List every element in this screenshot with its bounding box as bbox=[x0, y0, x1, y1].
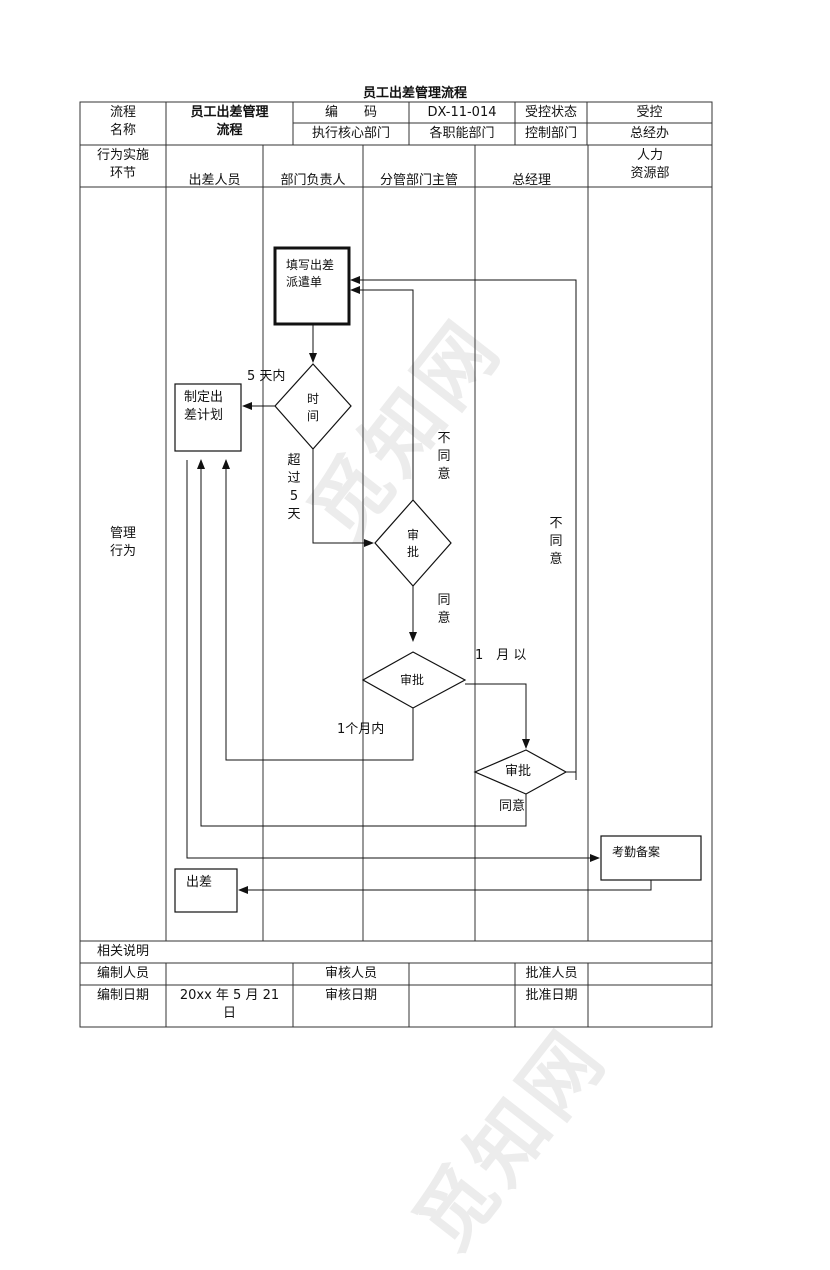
control-dept-label: 控制部门 bbox=[524, 126, 577, 141]
within-1-month-label: 1个月内 bbox=[337, 722, 385, 737]
control-status-value: 受控 bbox=[636, 105, 663, 120]
make-plan-text: 制定出 差计划 bbox=[184, 390, 224, 423]
exec-dept-label: 执行核心部门 bbox=[311, 126, 390, 141]
lane-traveler: 出差人员 bbox=[188, 173, 241, 186]
make-plan-box bbox=[174, 383, 242, 452]
attendance-record-text: 考勤备案 bbox=[612, 845, 661, 859]
notes-label: 相关说明 bbox=[96, 944, 149, 959]
flow-shapes bbox=[174, 246, 702, 913]
reviewer-label: 审核人员 bbox=[324, 966, 377, 981]
approve-date-label: 批准日期 bbox=[525, 988, 578, 1003]
approve-2-text: 审批 bbox=[400, 673, 425, 687]
flow-name-label: 流程 名称 bbox=[109, 105, 136, 138]
time-diamond-text: 时 间 bbox=[306, 392, 319, 423]
prepared-date-label: 编制日期 bbox=[96, 988, 149, 1003]
document-title: 员工出差管理流程 bbox=[362, 86, 467, 101]
approve-3-text: 审批 bbox=[505, 764, 532, 779]
code-value: DX-11-014 bbox=[427, 105, 497, 120]
row-label: 行为实施 环节 bbox=[96, 148, 149, 181]
lane-hr: 人力 资源部 bbox=[630, 148, 670, 181]
over-1-month-label: 1 月 以 bbox=[475, 648, 527, 663]
agree-label-2: 同意 bbox=[499, 799, 526, 814]
trip-box bbox=[174, 868, 238, 913]
agree-label-1: 同意 bbox=[437, 593, 451, 626]
flow-connectors bbox=[186, 276, 652, 894]
code-label: 编 码 bbox=[324, 105, 377, 120]
control-status-label: 受控状态 bbox=[524, 105, 577, 120]
fill-form-text: 填写出差 派遣单 bbox=[286, 258, 335, 289]
review-date-label: 审核日期 bbox=[324, 988, 377, 1003]
attendance-box bbox=[600, 835, 702, 881]
management-behavior-label: 管理 行为 bbox=[109, 526, 136, 559]
approve-1-text: 审 批 bbox=[406, 528, 419, 559]
prepared-date-value: 20xx 年 5 月 21 日 bbox=[179, 988, 280, 1021]
disagree-label-2: 不同意 bbox=[549, 516, 563, 567]
lane-dept-head: 部门负责人 bbox=[280, 173, 346, 186]
flowchart-sheet bbox=[79, 101, 713, 1028]
prepared-by-label: 编制人员 bbox=[96, 966, 149, 981]
exec-dept-value: 各职能部门 bbox=[429, 126, 495, 141]
fill-form-box bbox=[273, 246, 351, 326]
within-5-days-label: 5 天内 bbox=[247, 369, 286, 384]
lane-general-manager: 总经理 bbox=[511, 173, 551, 186]
flow-name-value: 员工出差管理 流程 bbox=[190, 105, 269, 138]
over-5-days-label: 超过5天 bbox=[287, 453, 301, 522]
lane-division-head: 分管部门主管 bbox=[379, 173, 458, 186]
approver-label: 批准人员 bbox=[525, 966, 578, 981]
control-dept-value: 总经办 bbox=[629, 126, 669, 141]
disagree-label-1: 不同意 bbox=[437, 431, 451, 482]
trip-text: 出差 bbox=[186, 875, 213, 890]
